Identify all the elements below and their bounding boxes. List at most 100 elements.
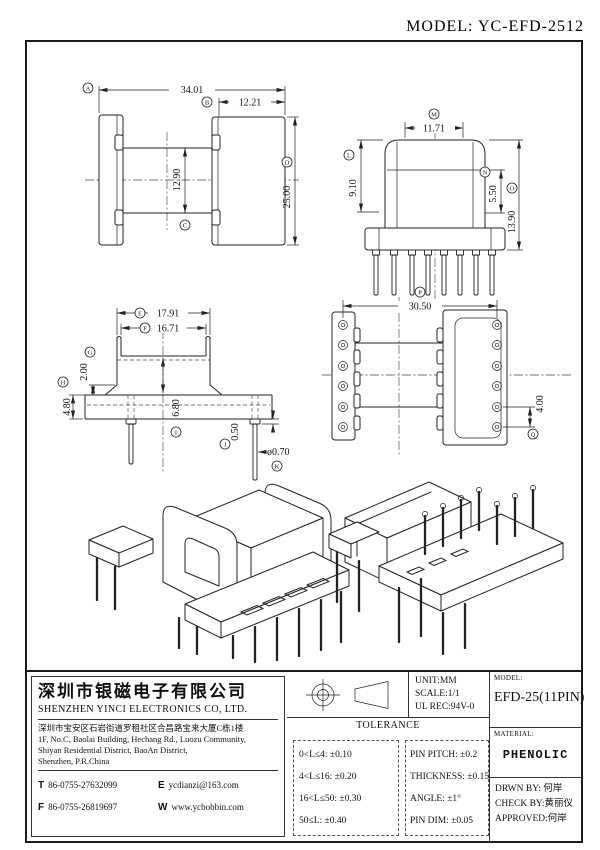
material-value: PHENOLIC — [502, 748, 569, 762]
dim-value: 12.21 — [239, 98, 262, 109]
dim-letter-e: E — [134, 307, 146, 319]
dim-value: 34.01 — [181, 85, 204, 96]
material-box: MATERIAL: PHENOLIC — [489, 728, 581, 778]
model-label: MODEL: — [494, 674, 523, 682]
title-block: 深圳市银磁电子有限公司 SHENZHEN YINCI ELECTRONICS C… — [27, 670, 585, 841]
address-line-en3: Shenzhen, P.R.China — [38, 756, 110, 766]
drawing-svg: 34.01 A 12.21 B 12.90 C 25.00 — [57, 82, 572, 664]
model-box: MODEL: EFD-25(11PIN) — [489, 672, 585, 728]
approved-row: APPROVED:何岸 — [495, 812, 579, 827]
svg-text:Q: Q — [531, 431, 536, 438]
model-value: EFD-25(11PIN) — [494, 690, 585, 705]
dim-value: 6.80 — [171, 399, 182, 417]
sheet-model-title: MODEL: YC-EFD-2512 — [406, 18, 584, 35]
dim-value: 11.71 — [423, 124, 445, 135]
dim-letter-p: P — [414, 286, 426, 298]
dim-value: 4.80 — [62, 398, 73, 416]
svg-text:G: G — [88, 349, 93, 356]
dim-value: ø0.70 — [267, 447, 290, 458]
tolerance-feature-table: PIN PITCH: ±0.2 THICKNESS: ±0.15 ANGLE: … — [405, 740, 489, 836]
svg-text:L: L — [347, 152, 351, 159]
dim-letter-m: M — [428, 108, 440, 120]
web-label: W — [158, 802, 168, 813]
company-name-cn: 深圳市银磁电子有限公司 — [38, 682, 247, 701]
svg-text:M: M — [431, 111, 437, 118]
dim-value: 12.90 — [172, 169, 183, 192]
dim-letter-b: B — [201, 96, 213, 108]
dim-value: 17.91 — [157, 309, 180, 320]
web-value[interactable]: www.ycbobbin.com — [171, 802, 244, 812]
dim-value: 4.00 — [535, 395, 546, 413]
pin-holes — [338, 320, 502, 432]
tolerance-row: 50≤L: ±0.40 — [299, 816, 347, 826]
dim-letter-j: J — [219, 438, 231, 450]
isometric-view-2 — [328, 481, 564, 656]
tolerance-row: THICKNESS: ±0.15 — [410, 772, 490, 782]
dim-letter-l: L — [343, 149, 355, 161]
address-line-en1: 1F, No.C, Baolai Building, Hechang Rd., … — [38, 734, 246, 744]
svg-text:F: F — [143, 325, 147, 332]
dim-value: 30.50 — [409, 302, 432, 313]
view-side: 34.01 A 12.21 B 12.90 C 25.00 — [82, 82, 299, 246]
dim-letter-i: I — [170, 426, 182, 438]
dim-letter-g: G — [84, 346, 96, 358]
svg-text:H: H — [61, 379, 66, 386]
dim-letter-f: F — [139, 322, 151, 334]
signoff-box: DRWN BY: 何岸 CHECK BY:黄丽仪 APPROVED:何岸 — [489, 778, 581, 841]
check-by-label: CHECK BY: — [495, 799, 545, 809]
address-line-cn: 深圳市宝安区石岩街道罗租社区合昌路宝来大厦C栋1楼 — [38, 723, 244, 733]
unit-text: UNIT:MM — [415, 676, 457, 686]
tolerance-row: 16<L≤50: ±0.30 — [299, 794, 362, 804]
svg-text:D: D — [285, 159, 290, 166]
view-front: 11.71 M L 9.10 N 5.50 — [343, 108, 523, 304]
company-box: 深圳市银磁电子有限公司 SHENZHEN YINCI ELECTRONICS C… — [31, 676, 285, 837]
dim-letter-h: H — [57, 376, 69, 388]
svg-text:J: J — [224, 441, 227, 448]
spec-box: UNIT:MM SCALE:1/1 UL REC:94V-0 — [409, 672, 489, 718]
tolerance-row: PIN DIM: ±0.05 — [410, 816, 474, 826]
fax-value: 86-0755-26819697 — [48, 802, 118, 812]
svg-text:C: C — [183, 222, 187, 229]
svg-text:B: B — [205, 99, 210, 106]
tolerance-row: 0<L≤4: ±0.10 — [299, 750, 352, 760]
fax-label: F — [38, 802, 45, 813]
flange-tabs — [353, 327, 444, 431]
approved-value: 何岸 — [547, 814, 567, 824]
sheet-frame: 34.01 A 12.21 B 12.90 C 25.00 — [25, 40, 585, 843]
front-view-pins — [372, 249, 496, 296]
drawn-by-value: 何岸 — [543, 784, 563, 794]
dim-letter-n: N — [479, 166, 491, 178]
dim-letter-d: D — [281, 156, 293, 168]
company-address: 深圳市宝安区石岩街道罗租社区合昌路宝来大厦C栋1楼 1F, No.C, Baol… — [38, 720, 278, 771]
phone-value: 86-0755-27632099 — [48, 780, 118, 790]
email-label: E — [158, 780, 165, 791]
ul-text: UL REC:94V-0 — [415, 702, 475, 712]
scale-text: SCALE:1/1 — [415, 689, 460, 699]
projection-cone-icon — [354, 680, 388, 709]
approved-label: APPROVED: — [495, 814, 548, 824]
svg-text:P: P — [418, 289, 422, 296]
dim-letter-c: C — [179, 219, 191, 231]
svg-text:K: K — [275, 463, 280, 470]
tolerance-length-table: 0<L≤4: ±0.10 4<L≤16: ±0.20 16<L≤50: ±0.3… — [293, 740, 399, 836]
tolerance-row: ANGLE: ±1° — [410, 794, 461, 804]
check-by-row: CHECK BY:黄丽仪 — [495, 797, 579, 812]
drawing-area: 34.01 A 12.21 B 12.90 C 25.00 — [27, 42, 581, 670]
email-value[interactable]: ycdianzi@163.com — [168, 780, 239, 790]
dim-letter-o: O — [506, 182, 518, 194]
projection-circle-icon — [305, 678, 340, 711]
dim-value: 16.71 — [157, 324, 180, 335]
dim-value: 2.00 — [79, 363, 90, 381]
svg-text:O: O — [510, 185, 515, 192]
address-line-en2: Shiyan Residential District, BaoAn Distr… — [38, 745, 188, 755]
tolerance-row: 4<L≤16: ±0.20 — [299, 772, 357, 782]
phone-label: T — [38, 780, 45, 791]
isometric-view-1 — [88, 483, 350, 664]
drawn-by-row: DRWN BY: 何岸 — [495, 782, 579, 797]
material-label: MATERIAL: — [494, 730, 535, 738]
projection-symbol-box — [287, 672, 409, 718]
